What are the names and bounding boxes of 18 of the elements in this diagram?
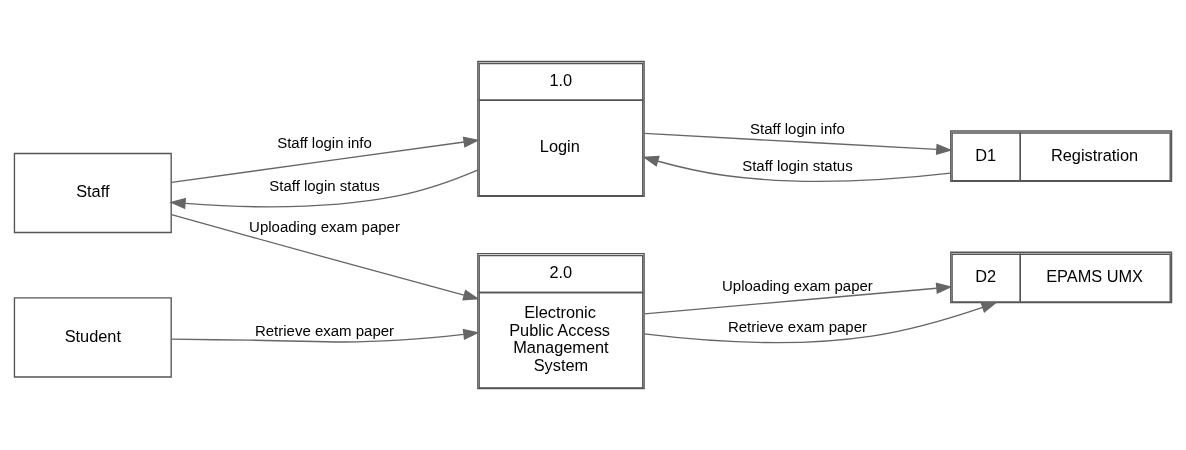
edge-label: Staff login info: [750, 120, 845, 138]
edge-label: Retrieve exam paper: [254, 321, 395, 339]
edge-label: Staff login info: [277, 133, 372, 151]
arrow: [643, 132, 953, 156]
edge-label: Staff login status: [269, 177, 380, 195]
arrow: [170, 328, 480, 343]
arrow: [170, 136, 480, 183]
edge-label: Retrieve exam paper: [727, 317, 867, 335]
arrow: [642, 155, 952, 182]
arrow: [643, 282, 953, 315]
arrow: [170, 214, 480, 301]
arrow: [169, 169, 479, 210]
node-box: Staff: [13, 152, 172, 234]
node-box: Student: [13, 297, 172, 378]
edge-label: Uploading exam paper: [249, 218, 400, 236]
edge-label: Staff login status: [742, 156, 853, 174]
arrow: [643, 302, 998, 344]
edge-label: Uploading exam paper: [722, 276, 873, 294]
